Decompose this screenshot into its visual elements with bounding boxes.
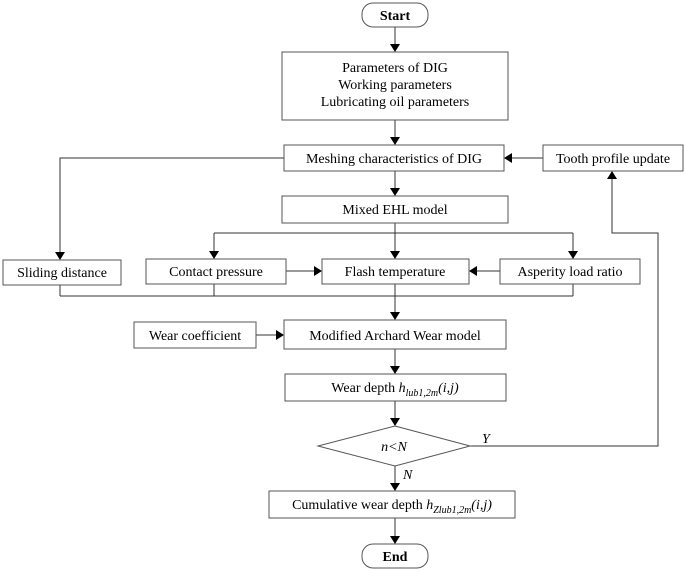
asperity-node: Asperity load ratio (499, 258, 641, 285)
parameters-line-1: Parameters of DIG (342, 61, 448, 76)
parameters-line-2: Working parameters (338, 78, 452, 93)
meshing-label: Meshing characteristics of DIG (306, 152, 482, 167)
decision-a: n (381, 440, 388, 455)
end-label: End (383, 550, 408, 565)
decision-label: n<N (381, 440, 407, 455)
archard-label: Modified Archard Wear model (309, 329, 481, 344)
wear-depth-sub: lub1,2m (406, 388, 439, 399)
yes-label: Y (482, 432, 492, 447)
cumulative-var: h (426, 498, 433, 513)
tooth-update-label: Tooth profile update (556, 152, 670, 167)
parameters-line-3: Lubricating oil parameters (321, 95, 470, 110)
meshing-node: Meshing characteristics of DIG (283, 144, 505, 172)
wear-depth-text: Wear depth (331, 381, 398, 396)
decision-node: n<N (316, 425, 472, 467)
wear-depth-label: Wear depth hlub1,2m(i,j) (331, 381, 459, 399)
cumulative-sub: Zlub1,2m (433, 505, 471, 516)
sliding-node: Sliding distance (2, 259, 122, 286)
flash-node: Flash temperature (321, 258, 470, 285)
decision-op: < (388, 440, 397, 455)
cumulative-text: Cumulative wear depth (292, 498, 426, 513)
start-label: Start (380, 9, 411, 24)
cumulative-label: Cumulative wear depth hZlub1,2m(i,j) (292, 498, 492, 516)
decision-b: N (397, 440, 408, 455)
flash-label: Flash temperature (345, 265, 446, 280)
cumulative-node: Cumulative wear depth hZlub1,2m(i,j) (268, 490, 516, 519)
start-node: Start (361, 2, 429, 28)
cumulative-args: (i,j) (471, 498, 492, 513)
connectors (55, 27, 659, 544)
ehl-node: Mixed EHL model (281, 195, 509, 224)
wear-depth-node: Wear depth hlub1,2m(i,j) (284, 373, 507, 402)
ehl-label: Mixed EHL model (342, 203, 447, 218)
sliding-label: Sliding distance (17, 266, 107, 281)
contact-node: Contact pressure (145, 258, 287, 285)
tooth-update-node: Tooth profile update (542, 144, 684, 172)
archard-node: Modified Archard Wear model (283, 319, 507, 350)
asperity-label: Asperity load ratio (518, 265, 623, 280)
contact-label: Contact pressure (169, 265, 263, 280)
end-node: End (361, 543, 429, 569)
parameters-node: Parameters of DIG Working parameters Lub… (281, 51, 509, 121)
no-label: N (402, 468, 413, 483)
wear-coefficient-node: Wear coefficient (133, 321, 257, 349)
wear-depth-var: h (399, 381, 406, 396)
wear-coefficient-label: Wear coefficient (149, 329, 241, 344)
wear-depth-args: (i,j) (438, 381, 459, 396)
